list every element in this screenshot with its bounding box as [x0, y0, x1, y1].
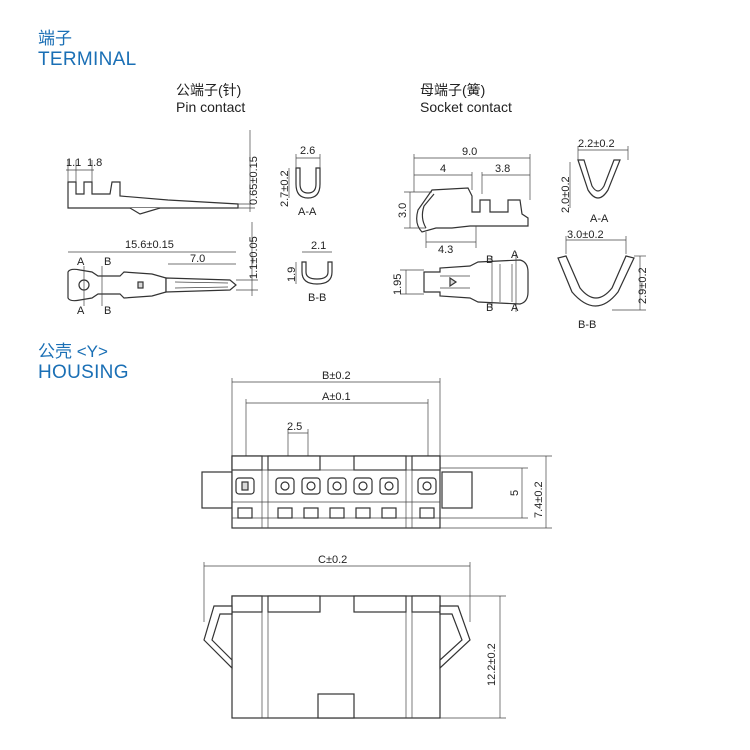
socket-length: 9.0 — [462, 146, 477, 158]
socket-contact-side-view: 9.0 4 3.8 3.0 4.3 — [397, 146, 531, 256]
pin-mark-a-bottom: A — [77, 305, 85, 317]
housing-cavity — [327, 477, 347, 519]
socket-bb-width: 3.0±0.2 — [567, 229, 604, 241]
housing-cavity — [353, 477, 373, 519]
pin-contact-caption: 公端子(针) Pin contact — [176, 82, 245, 116]
socket-contact-zh: 母端子(簧) — [420, 82, 486, 98]
housing-heading-zh: 公壳 <Y> — [38, 342, 108, 361]
socket-mark-b-top: B — [486, 254, 493, 266]
pin-length: 15.6±0.15 — [125, 239, 174, 251]
socket-dim-4-3: 4.3 — [438, 244, 453, 256]
housing-cavity — [417, 477, 437, 519]
pin-bb-label: B-B — [308, 292, 326, 304]
pin-mark-b-top: B — [104, 256, 111, 268]
pin-section-a-a: 2.6 2.7±0.2 A-A — [279, 145, 321, 218]
terminal-heading-zh: 端子 — [38, 29, 72, 48]
socket-mark-a-top: A — [511, 249, 519, 261]
pin-tip-length: 7.0 — [190, 253, 205, 265]
housing-height-5: 5 — [509, 490, 521, 496]
socket-contact-en: Socket contact — [420, 99, 512, 115]
pin-dim-1-8: 1.8 — [87, 157, 102, 169]
socket-height-1-95: 1.95 — [392, 274, 404, 295]
pin-bb-width: 2.1 — [311, 240, 326, 252]
housing-dim-a: A±0.1 — [322, 391, 351, 403]
housing-pitch: 2.5 — [287, 421, 302, 433]
housing-height-7-4: 7.4±0.2 — [533, 481, 545, 518]
pin-aa-height: 2.7±0.2 — [279, 170, 291, 207]
socket-bb-height: 2.9±0.2 — [637, 267, 649, 304]
housing-front-view: B±0.2 A±0.1 2.5 — [201, 370, 552, 529]
socket-bb-label: B-B — [578, 319, 596, 331]
housing-dim-b: B±0.2 — [322, 370, 351, 382]
socket-section-a-a: 2.2±0.2 2.0±0.2 A-A — [560, 138, 629, 225]
pin-mark-a-top: A — [77, 256, 85, 268]
socket-height-3-0: 3.0 — [397, 203, 409, 218]
housing-side-view: C±0.2 12.2±0.2 — [203, 554, 506, 719]
terminal-heading: 端子 TERMINAL — [38, 30, 136, 69]
housing-heading-en: HOUSING — [38, 362, 129, 383]
socket-aa-width: 2.2±0.2 — [578, 138, 615, 150]
socket-mark-b-bottom: B — [486, 302, 493, 314]
housing-dim-c: C±0.2 — [318, 554, 347, 566]
socket-aa-label: A-A — [590, 213, 609, 225]
housing-cavity — [275, 477, 295, 519]
socket-dim-4: 4 — [440, 163, 446, 175]
pin-contact-front-view: 15.6±0.15 7.0 A B B A 1.1±0.05 — [67, 222, 260, 317]
pin-contact-side-view: 1.1 1.8 0.65±0.15 — [66, 130, 260, 215]
housing-heading: 公壳 <Y> HOUSING — [38, 343, 129, 382]
housing-cavity — [301, 477, 321, 519]
socket-mark-a-bottom: A — [511, 302, 519, 314]
pin-contact-zh: 公端子(针) — [176, 82, 242, 98]
socket-section-b-b: 3.0±0.2 2.9±0.2 B-B — [557, 229, 649, 331]
socket-aa-height: 2.0±0.2 — [560, 176, 572, 213]
housing-cavity — [235, 477, 255, 519]
terminal-heading-en: TERMINAL — [38, 49, 137, 70]
socket-dim-3-8: 3.8 — [495, 163, 510, 175]
pin-height: 1.1±0.05 — [248, 236, 260, 279]
pin-bb-height: 1.9 — [286, 267, 298, 282]
pin-section-b-b: 2.1 1.9 B-B — [286, 240, 333, 304]
pin-aa-label: A-A — [298, 206, 317, 218]
pin-aa-width: 2.6 — [300, 145, 315, 157]
pin-mark-b-bottom: B — [104, 305, 111, 317]
housing-cavity — [379, 477, 399, 519]
housing-height-12-2: 12.2±0.2 — [486, 643, 498, 686]
pin-dim-0-65: 0.65±0.15 — [248, 156, 260, 205]
socket-contact-front-view: B A B A 1.95 — [392, 249, 529, 314]
socket-contact-caption: 母端子(簧) Socket contact — [420, 82, 512, 116]
pin-dim-1-1: 1.1 — [66, 157, 81, 169]
pin-contact-en: Pin contact — [176, 99, 246, 115]
